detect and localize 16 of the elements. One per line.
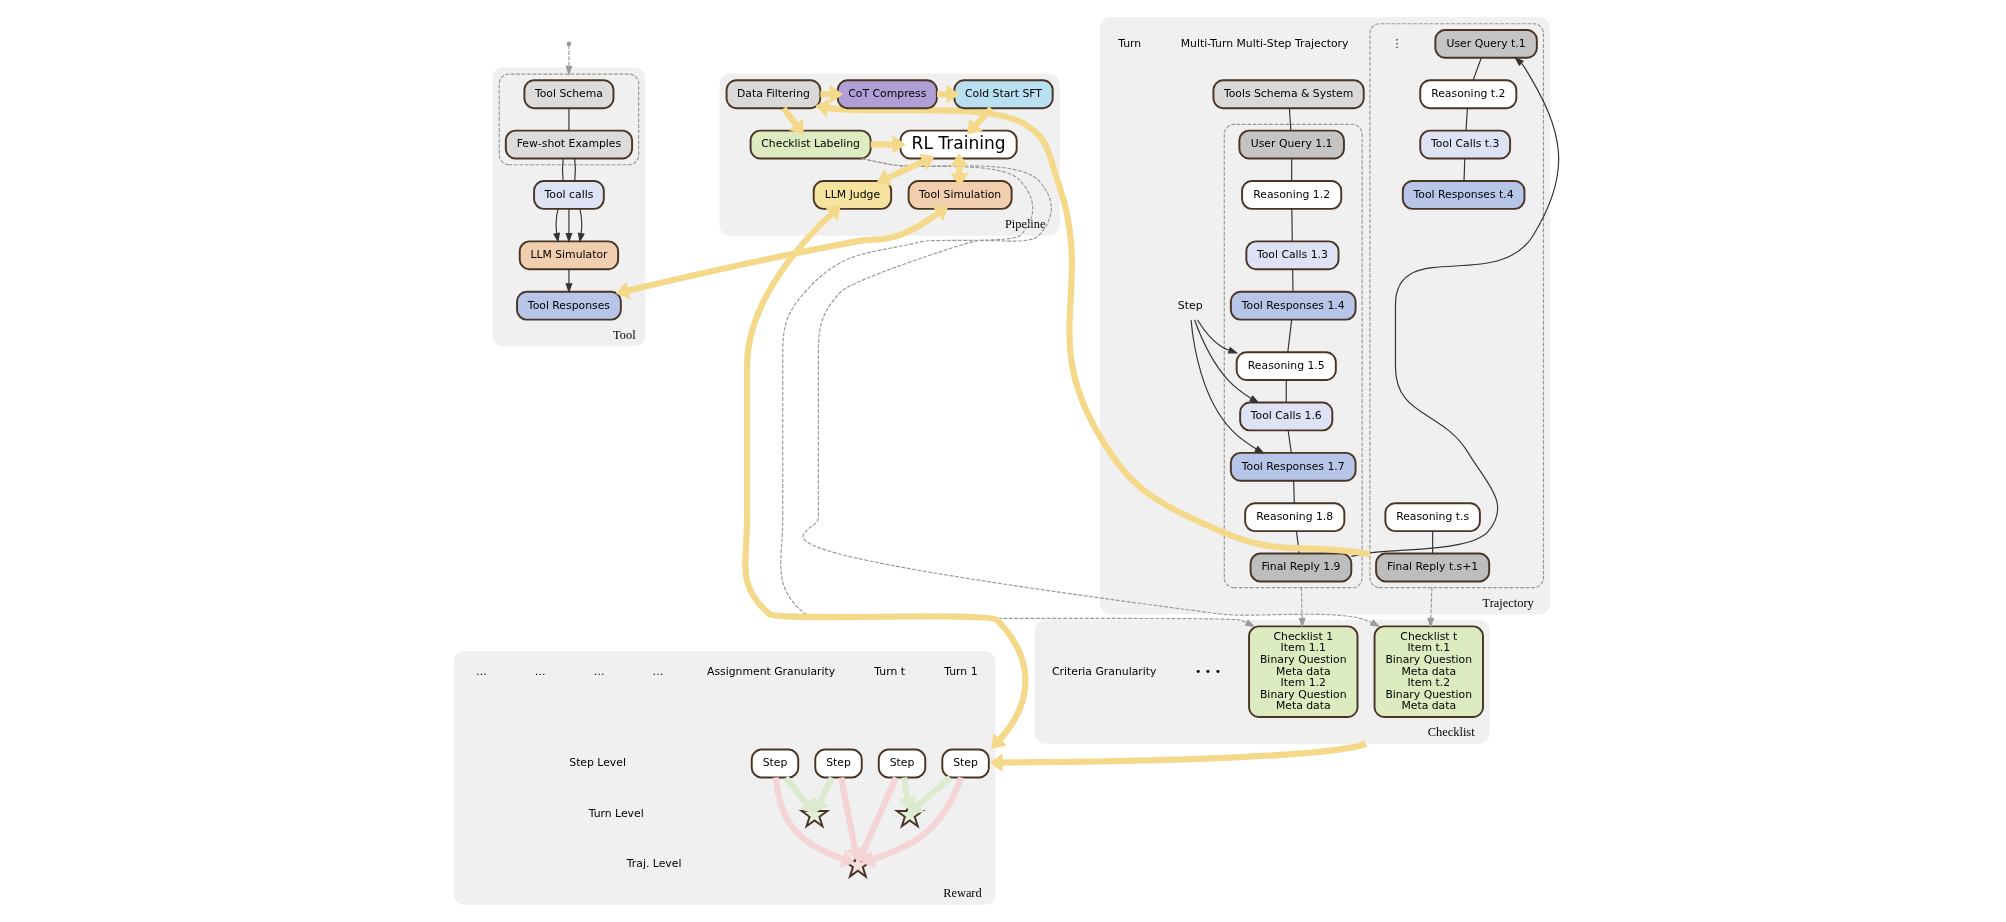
label: Turn Level <box>588 806 644 820</box>
label: Turn <box>1117 36 1141 50</box>
label: Criteria Granularity <box>1051 664 1156 678</box>
label: Multi-Turn Multi-Step Trajectory <box>1180 36 1348 50</box>
label: • • • <box>1194 664 1221 678</box>
label: Traj. Level <box>626 857 681 871</box>
label: … <box>593 664 605 678</box>
label: … <box>534 664 546 678</box>
label: Turn t <box>873 664 905 678</box>
label: Turn 1 <box>943 664 978 678</box>
label: … <box>652 664 663 678</box>
label: Assignment Granularity <box>706 664 835 678</box>
label: … <box>475 664 487 678</box>
node-text: Step <box>1177 298 1203 312</box>
label: ⋮ <box>1391 36 1402 50</box>
label: Step Level <box>568 756 626 770</box>
